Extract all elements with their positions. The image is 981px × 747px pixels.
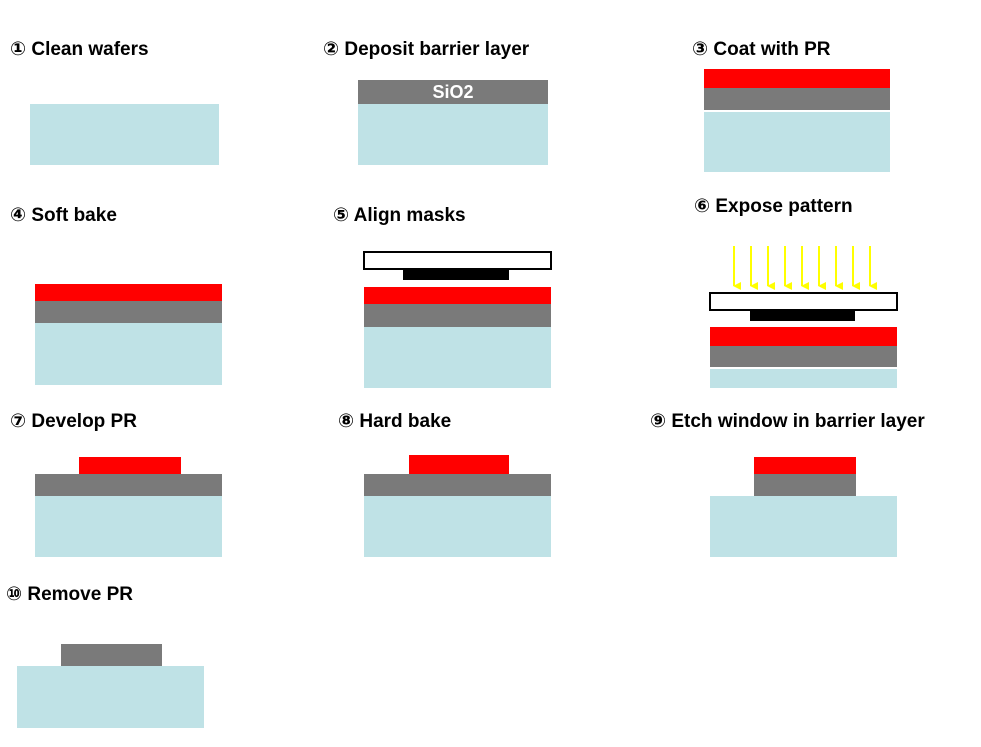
step-10-label: ⑩ Remove PR: [6, 584, 133, 605]
uv-light-arrows: [733, 246, 877, 290]
step-6-photoresist: [710, 327, 897, 346]
step-5-mask-plate: [363, 251, 552, 270]
step-4-oxide-layer: [35, 301, 222, 323]
step-4-photoresist: [35, 284, 222, 301]
step-8-photoresist: [409, 455, 509, 474]
step-2-oxide-layer: SiO2: [358, 80, 548, 104]
step-3-oxide-layer: [704, 88, 890, 110]
step-5-substrate: [364, 327, 551, 388]
step-8-oxide-layer: [364, 474, 551, 496]
oxide-text: SiO2: [432, 82, 474, 102]
step-9-label: ⑨ Etch window in barrier layer: [650, 411, 925, 432]
step-5-label: ⑤ Align masks: [333, 205, 466, 226]
step-9-substrate: [710, 496, 897, 557]
step-5-photoresist: [364, 287, 551, 304]
step-9-photoresist: [754, 457, 856, 474]
step-6-mask-pattern: [750, 311, 855, 321]
step-7-substrate: [35, 496, 222, 557]
step-1-label: ① Clean wafers: [10, 39, 149, 60]
step-3-photoresist: [704, 69, 890, 88]
step-5-mask-pattern: [403, 270, 509, 280]
step-6-label: ⑥ Expose pattern: [694, 196, 853, 217]
step-3-label: ③ Coat with PR: [692, 39, 831, 60]
step-2-label: ② Deposit barrier layer: [323, 39, 530, 60]
step-7-photoresist: [79, 457, 181, 474]
step-7-oxide-layer: [35, 474, 222, 496]
step-7-label: ⑦ Develop PR: [10, 411, 137, 432]
step-5-oxide-layer: [364, 304, 551, 327]
step-6-substrate: [710, 369, 897, 388]
step-6-mask-plate: [709, 292, 898, 311]
step-10-substrate: [17, 666, 204, 728]
step-8-substrate: [364, 496, 551, 557]
step-10-oxide-window: [61, 644, 162, 666]
step-1-substrate: [30, 104, 219, 165]
step-4-substrate: [35, 323, 222, 385]
step-6-oxide-layer: [710, 346, 897, 367]
step-8-label: ⑧ Hard bake: [338, 411, 452, 432]
step-3-substrate: [704, 112, 890, 172]
step-9-oxide-window: [754, 474, 856, 496]
step-2-substrate: [358, 104, 548, 165]
step-4-label: ④ Soft bake: [10, 205, 117, 226]
